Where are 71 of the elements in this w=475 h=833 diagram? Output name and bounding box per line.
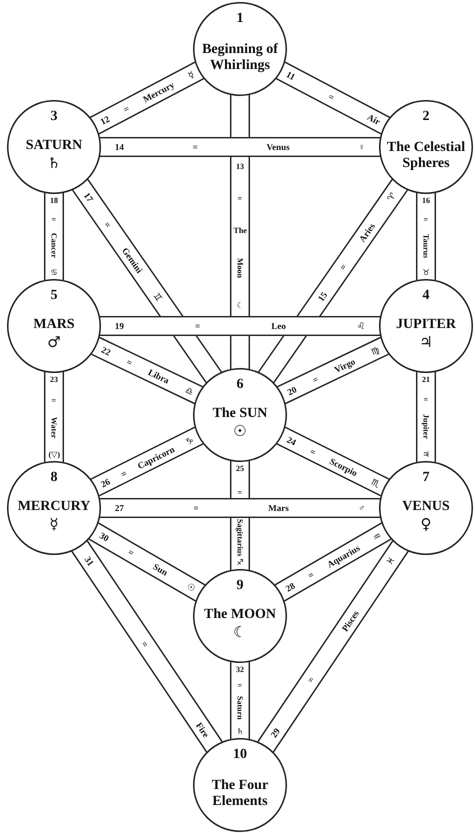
sephirah-circle xyxy=(193,569,287,663)
path-band xyxy=(100,498,380,518)
sephirah-circle xyxy=(379,461,473,555)
path-band xyxy=(230,460,250,570)
path-band xyxy=(416,372,436,462)
path-label: 13 = The Moon ☾ xyxy=(232,162,248,310)
sephirah-number: 1 xyxy=(236,11,244,27)
path-band xyxy=(416,192,436,280)
path-band xyxy=(88,522,206,602)
path-label: 11 = Air xyxy=(284,68,382,128)
path-label: 16 = Taurus ♉ xyxy=(420,196,432,277)
path-label: 32 = Saturn ♄ xyxy=(234,665,246,736)
sephirah-circle xyxy=(7,279,101,373)
path-band xyxy=(100,137,380,157)
sephirah-name: MERCURY xyxy=(18,499,90,515)
path-band xyxy=(72,179,222,383)
path-band xyxy=(44,372,64,462)
path-label: 18 = Cancer ♋ xyxy=(48,196,60,277)
planet-symbol: ☾ xyxy=(233,623,247,642)
sephirah-circle xyxy=(379,100,473,194)
sephirah-number: 9 xyxy=(236,578,244,594)
planet-symbol: ♂ xyxy=(47,333,61,352)
sephirah-number: 6 xyxy=(236,377,244,393)
sephirah-number: 3 xyxy=(50,109,58,125)
planet-symbol: ♀ xyxy=(420,515,432,534)
sephirah-name: Beginning of Whirlings xyxy=(201,42,279,74)
planet-symbol: ☉ xyxy=(233,422,247,441)
path-band xyxy=(276,62,390,134)
path-band xyxy=(257,540,409,752)
planet-symbol: ♃ xyxy=(419,333,433,352)
path-band xyxy=(258,179,408,383)
sephirah-circle xyxy=(7,100,101,194)
sephirah-circle xyxy=(193,2,287,96)
sephirah-number: 5 xyxy=(50,288,58,304)
sephirah-number: 10 xyxy=(233,747,247,763)
path-label: 30 = Sun ☉ xyxy=(96,529,198,595)
sephirah-name: The Four Elements xyxy=(210,778,270,810)
sephirah-name: The SUN xyxy=(212,406,268,422)
sephirah-circle xyxy=(193,368,287,462)
sephirah-number: 4 xyxy=(422,288,430,304)
path-band xyxy=(90,426,204,496)
sephirah-name: SATURN xyxy=(26,138,82,154)
path-band xyxy=(230,94,250,370)
planet-symbol: ♄ xyxy=(47,154,61,173)
path-label: 19 = Leo ♌ xyxy=(114,320,366,332)
path-band xyxy=(230,662,250,740)
path-band xyxy=(90,62,204,134)
sephirah-name: MARS xyxy=(33,317,75,333)
path-band xyxy=(276,426,390,496)
sephirah-name: The MOON xyxy=(204,607,276,623)
sephirah-circle xyxy=(7,461,101,555)
sephirah-name: JUPITER xyxy=(396,317,456,333)
path-label: 14 = Venus ♀ xyxy=(114,141,366,153)
sephirah-number: 8 xyxy=(50,470,58,486)
path-label: 20 = Virgo ♍ xyxy=(284,343,382,398)
path-band xyxy=(71,540,223,752)
path-band xyxy=(44,192,64,280)
path-label: 22 = Libra ♎ xyxy=(98,343,196,398)
path-band xyxy=(91,336,203,404)
path-band xyxy=(277,336,389,404)
sephirah-circle xyxy=(379,279,473,373)
sephirah-number: 2 xyxy=(422,109,430,125)
planet-symbol: ☿ xyxy=(49,515,59,534)
sephirah-circle xyxy=(193,738,287,832)
sephirah-number: 7 xyxy=(422,470,430,486)
path-label: 21 = Jupiter ♃ xyxy=(420,375,432,459)
path-label: 23 = Water (▽) xyxy=(48,375,61,459)
sephirah-name: VENUS xyxy=(402,499,450,515)
sephirah-name: The Celestial Spheres xyxy=(386,140,466,172)
path-band xyxy=(274,522,392,602)
path-band xyxy=(100,316,380,336)
